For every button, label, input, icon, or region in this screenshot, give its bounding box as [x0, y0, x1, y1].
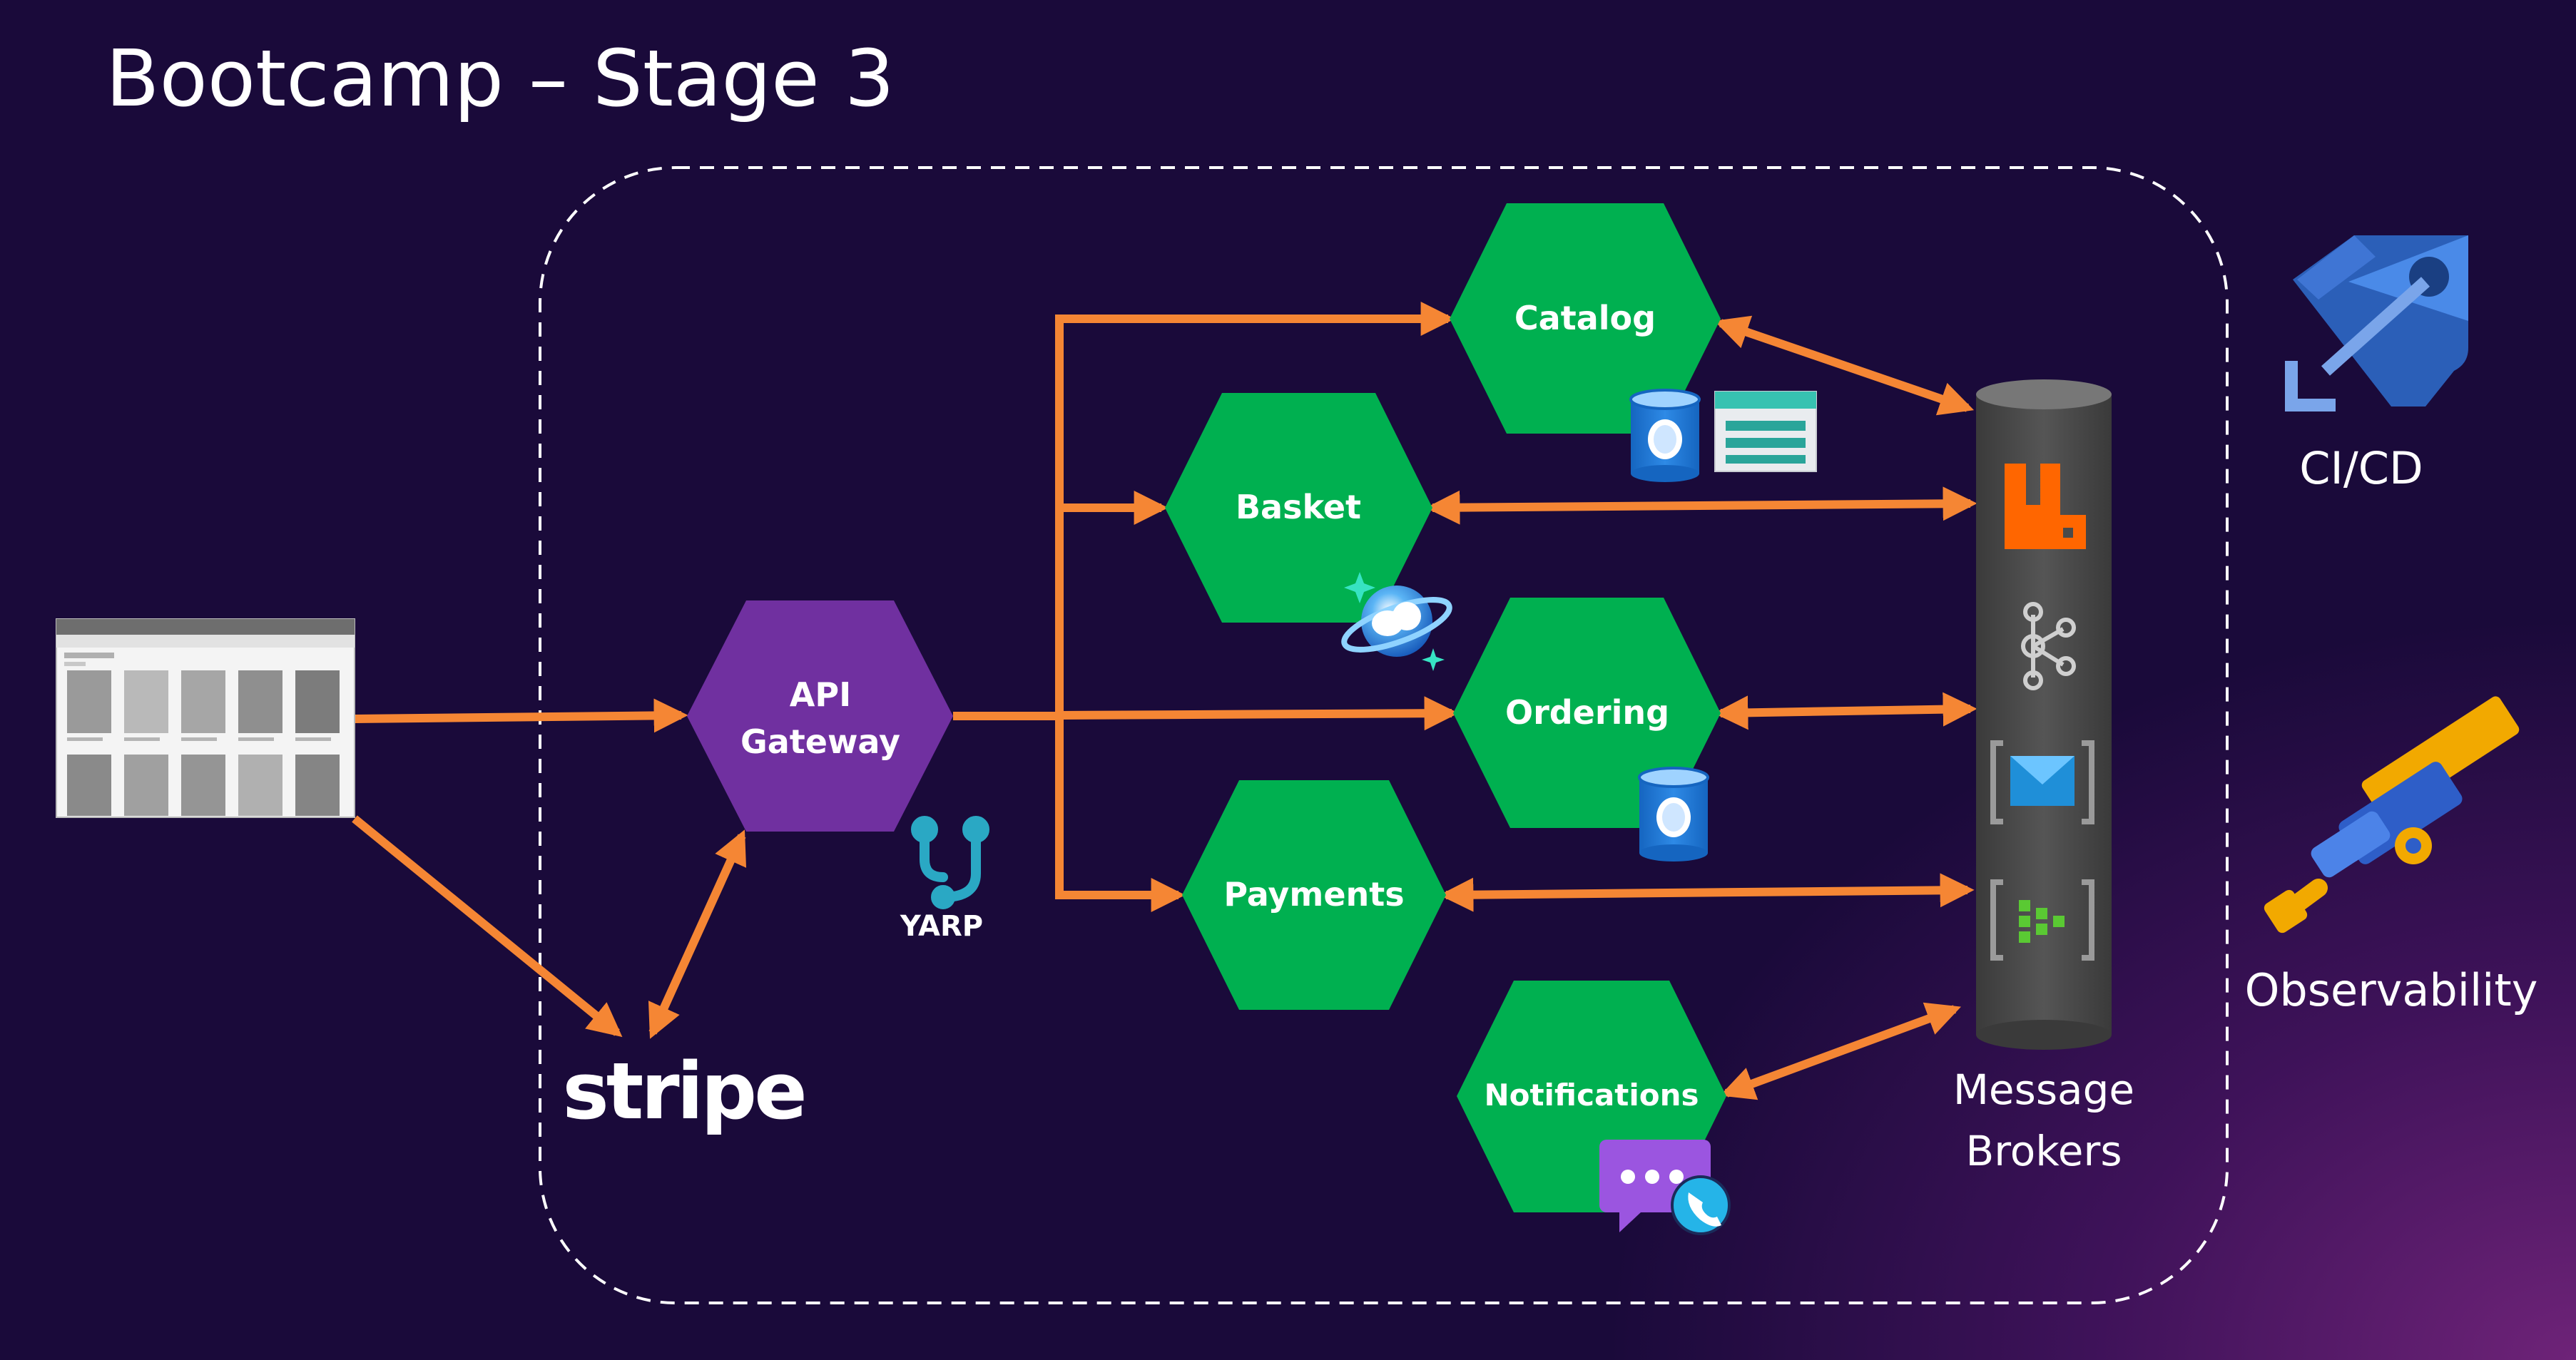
arrow-notifications-brokers	[1719, 1002, 1962, 1100]
kafka-icon	[2021, 602, 2076, 690]
table-storage-icon	[1714, 391, 1817, 472]
observability-label: Observability	[2245, 964, 2538, 1016]
client-app-screenshot[interactable]	[56, 618, 355, 818]
arrow-basket-brokers	[1425, 486, 1977, 525]
yarp-label: YARP	[900, 910, 983, 943]
ordering-label: Ordering	[1505, 693, 1669, 732]
notifications-label: Notifications	[1484, 1078, 1699, 1113]
system-boundary	[539, 166, 2229, 1304]
arrow-client-gateway	[354, 698, 688, 733]
cosmos-db-icon	[1341, 572, 1452, 671]
brokers-label-line2: Brokers	[1965, 1127, 2122, 1175]
api-gateway-label-line2: Gateway	[740, 722, 900, 761]
brokers-label-line1: Message	[1953, 1065, 2134, 1114]
catalog-service-node[interactable]: Catalog	[1450, 203, 1721, 434]
stripe-logo: stripe	[562, 1045, 804, 1137]
api-gateway-node[interactable]: API Gateway	[687, 600, 953, 832]
yarp-icon	[911, 816, 989, 909]
cicd-label: CI/CD	[2299, 442, 2423, 494]
chat-phone-icon	[1599, 1140, 1731, 1235]
api-gateway-label-line1: API	[790, 675, 851, 714]
rabbitmq-icon	[2005, 464, 2086, 549]
azure-devops-rocket-icon[interactable]	[2285, 235, 2468, 411]
payments-label: Payments	[1223, 875, 1404, 914]
telescope-icon[interactable]	[2262, 694, 2522, 935]
basket-label: Basket	[1236, 488, 1361, 526]
arrow-client-stripe	[352, 815, 623, 1038]
connectors	[352, 302, 1977, 1100]
postgres-db-icon	[1638, 767, 1709, 861]
page-title: Bootcamp – Stage 3	[106, 33, 895, 124]
arrow-to-ordering	[1059, 696, 1459, 731]
payments-service-node[interactable]: Payments	[1182, 780, 1446, 1010]
postgres-db-icon	[1629, 389, 1701, 482]
arrow-gateway-stripe	[648, 829, 747, 1039]
basket-service-node[interactable]: Basket	[1165, 393, 1432, 623]
catalog-label: Catalog	[1514, 299, 1656, 337]
service-bus-icon	[1990, 740, 2094, 824]
arrow-payments-brokers	[1439, 873, 1975, 912]
arrow-ordering-brokers	[1714, 692, 1977, 730]
event-hubs-icon	[1990, 879, 2094, 961]
arrow-catalog-brokers	[1714, 315, 1975, 416]
